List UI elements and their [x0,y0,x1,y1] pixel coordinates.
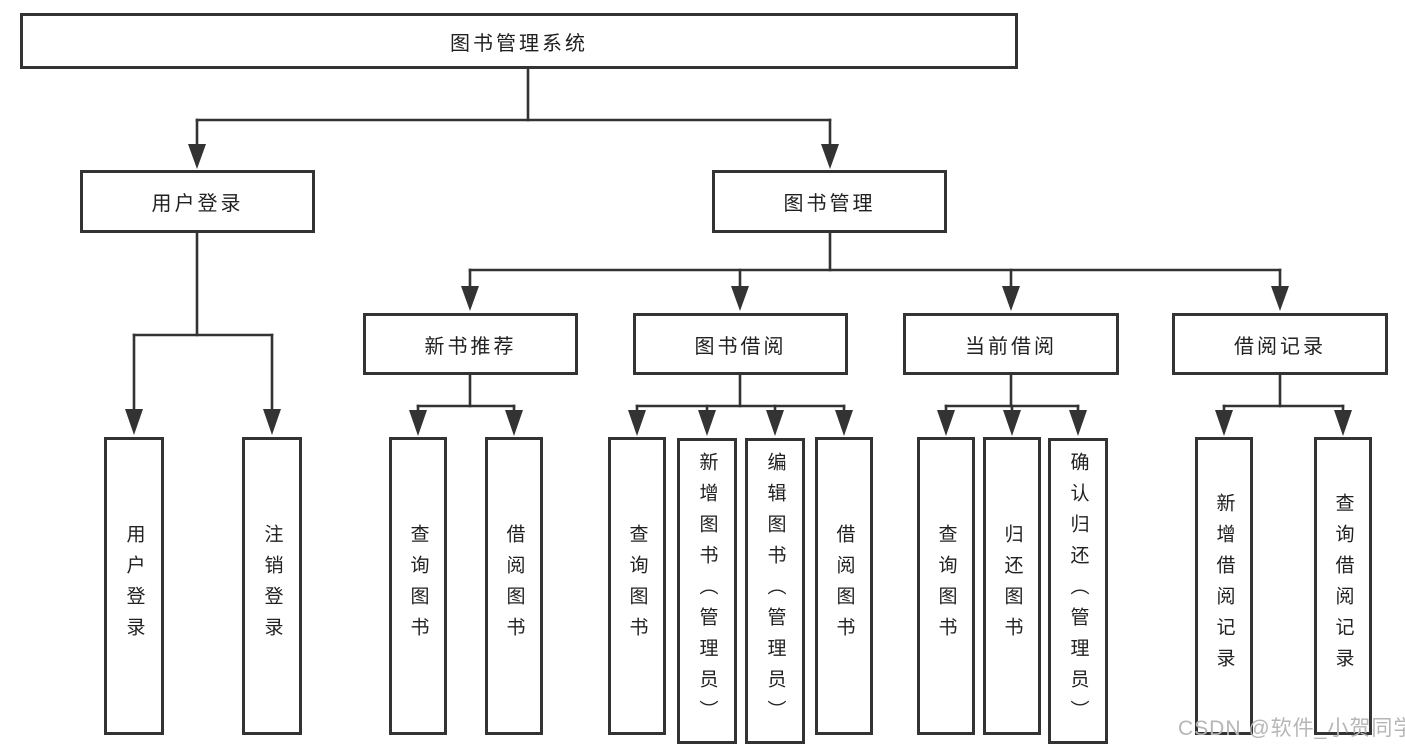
node-user-login: 用户登录 [80,170,315,233]
connector-current-borrow [937,373,1087,436]
leaf-query-books-borrow: 查询图书 [608,437,666,735]
leaf-edit-book-admin-label: 编辑图书（管理员） [764,451,786,731]
leaf-borrow-books-borrow: 借阅图书 [815,437,873,735]
leaf-add-book-admin: 新增图书（管理员） [677,438,737,744]
connector-user-login [125,231,281,435]
leaf-confirm-return-admin-label: 确认归还（管理员） [1067,451,1089,731]
leaf-query-books-current: 查询图书 [917,437,975,735]
node-root: 图书管理系统 [20,13,1018,69]
leaf-user-login: 用户登录 [104,437,164,735]
leaf-user-login-label: 用户登录 [123,524,145,648]
node-new-book-recommend-label: 新书推荐 [424,335,517,358]
csdn-watermark: CSDN @软件_小贺同学 [1178,717,1405,740]
leaf-return-book: 归还图书 [983,437,1041,735]
node-borrow-records-label: 借阅记录 [1234,335,1326,358]
connector-borrow-records [1215,373,1352,436]
node-book-borrow: 图书借阅 [633,313,848,375]
connector-root [188,66,839,169]
node-book-management: 图书管理 [712,170,947,233]
leaf-borrow-books-recommend-label: 借阅图书 [503,524,525,648]
node-current-borrow: 当前借阅 [903,313,1119,375]
node-new-book-recommend: 新书推荐 [363,313,578,375]
connector-book-borrow [628,373,853,436]
leaf-return-book-label: 归还图书 [1001,524,1023,648]
leaf-query-books-recommend: 查询图书 [389,437,447,735]
node-root-label: 图书管理系统 [450,32,588,55]
leaf-add-borrow-record-label: 新增借阅记录 [1213,493,1235,679]
leaf-borrow-books-borrow-label: 借阅图书 [833,524,855,648]
node-current-borrow-label: 当前借阅 [965,335,1057,358]
leaf-logout-label: 注销登录 [261,524,283,648]
leaf-logout: 注销登录 [242,437,302,735]
connector-book-management [461,231,1289,311]
leaf-query-borrow-record-label: 查询借阅记录 [1332,493,1354,679]
node-user-login-label: 用户登录 [151,193,244,215]
connector-new-book-recommend [409,373,523,436]
node-book-management-label: 图书管理 [783,193,876,215]
leaf-query-books-recommend-label: 查询图书 [407,524,429,648]
leaf-query-books-borrow-label: 查询图书 [626,524,648,648]
leaf-query-books-current-label: 查询图书 [935,524,957,648]
leaf-query-borrow-record: 查询借阅记录 [1314,437,1372,735]
leaf-edit-book-admin: 编辑图书（管理员） [745,438,805,744]
node-book-borrow-label: 图书借阅 [694,335,787,358]
leaf-add-book-admin-label: 新增图书（管理员） [696,451,718,731]
leaf-add-borrow-record: 新增借阅记录 [1195,437,1253,735]
node-borrow-records: 借阅记录 [1172,313,1388,375]
leaf-confirm-return-admin: 确认归还（管理员） [1048,438,1108,744]
leaf-borrow-books-recommend: 借阅图书 [485,437,543,735]
